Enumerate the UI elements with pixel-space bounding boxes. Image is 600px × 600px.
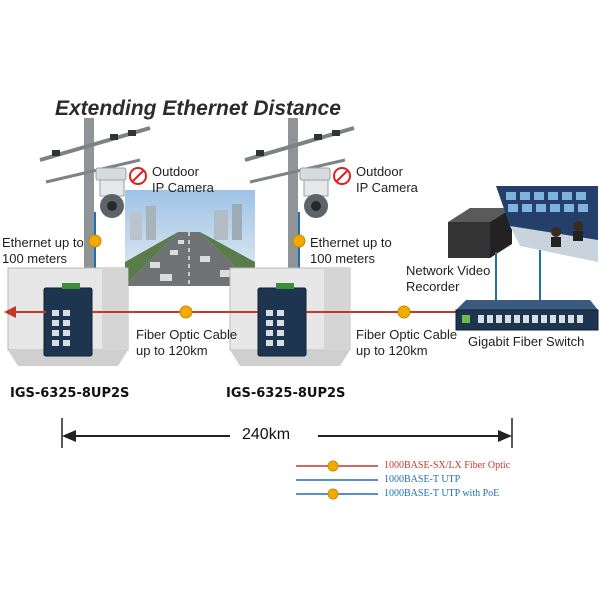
poe-badge-right bbox=[292, 234, 306, 248]
dome-camera-left bbox=[95, 167, 127, 218]
diagram-title: Extending Ethernet Distance bbox=[55, 97, 341, 120]
legend-fiber-text: 1000BASE-SX/LX Fiber Optic bbox=[384, 460, 511, 471]
distance-dimension bbox=[61, 418, 513, 448]
industrial-switch-left bbox=[43, 283, 93, 357]
fiber-arrow-left bbox=[4, 306, 46, 318]
no-wifi-icon-left bbox=[129, 167, 147, 185]
nvr-label-line2: Recorder bbox=[406, 279, 460, 294]
fiber-badge-2 bbox=[397, 305, 411, 319]
legend-utp-text: 1000BASE-T UTP bbox=[384, 474, 461, 485]
poe-badge-left bbox=[88, 234, 102, 248]
fiber-label-line1: Fiber Optic Cable bbox=[136, 327, 238, 342]
fiber-label-right: Fiber Optic Cable up to 120km bbox=[356, 327, 457, 359]
gigabit-fiber-switch bbox=[455, 300, 599, 331]
ethernet-label-line2: 100 meters bbox=[310, 251, 376, 266]
no-wifi-icon-right bbox=[333, 167, 351, 185]
ethernet-label-left: Ethernet up to 100 meters bbox=[2, 235, 84, 267]
fiber-label-line2: up to 120km bbox=[356, 343, 428, 358]
legend-fiber-line bbox=[296, 460, 378, 472]
legend-poe-text: 1000BASE-T UTP with PoE bbox=[384, 488, 500, 499]
ethernet-label-line1: Ethernet up to bbox=[310, 235, 392, 250]
control-room-image bbox=[496, 186, 598, 262]
fiber-label-left: Fiber Optic Cable up to 120km bbox=[136, 327, 237, 359]
camera-label-right: Outdoor IP Camera bbox=[356, 164, 418, 196]
ethernet-label-right: Ethernet up to 100 meters bbox=[310, 235, 392, 267]
dome-camera-right bbox=[299, 167, 331, 218]
network-video-recorder bbox=[448, 208, 512, 258]
switch-model-left: IGS-6325-8UP2S bbox=[10, 386, 130, 401]
camera-label-line2: IP Camera bbox=[356, 180, 418, 195]
camera-label-line2: IP Camera bbox=[152, 180, 214, 195]
industrial-switch-right bbox=[257, 283, 307, 357]
ethernet-label-line2: 100 meters bbox=[2, 251, 68, 266]
fiber-switch-label: Gigabit Fiber Switch bbox=[468, 334, 585, 349]
nvr-label-line1: Network Video bbox=[406, 263, 491, 278]
nvr-label: Network Video Recorder bbox=[406, 263, 490, 295]
camera-label-left: Outdoor IP Camera bbox=[152, 164, 214, 196]
power-pole-left bbox=[39, 118, 151, 290]
camera-label-line1: Outdoor bbox=[152, 164, 199, 179]
fiber-badge-1 bbox=[179, 305, 193, 319]
fiber-label-line1: Fiber Optic Cable bbox=[356, 327, 458, 342]
power-pole-right bbox=[244, 118, 355, 290]
ethernet-label-line1: Ethernet up to bbox=[2, 235, 84, 250]
camera-label-line1: Outdoor bbox=[356, 164, 403, 179]
switch-model-right: IGS-6325-8UP2S bbox=[226, 386, 346, 401]
legend-poe-line bbox=[296, 488, 378, 500]
distance-label: 240km bbox=[242, 426, 291, 443]
fiber-label-line2: up to 120km bbox=[136, 343, 208, 358]
